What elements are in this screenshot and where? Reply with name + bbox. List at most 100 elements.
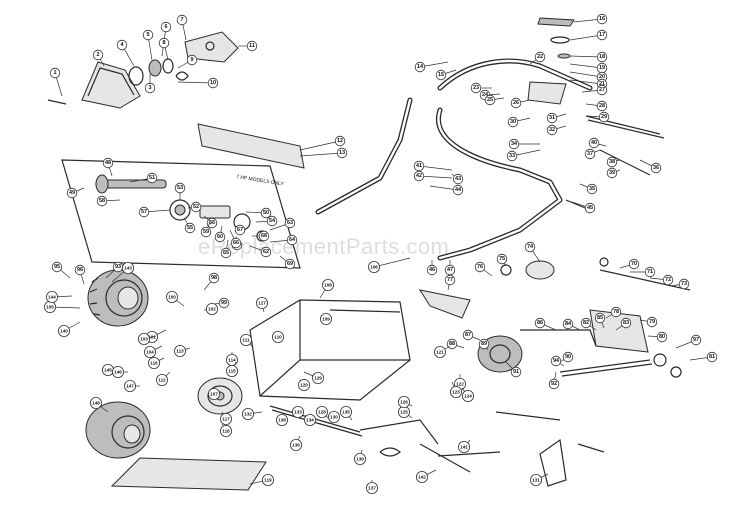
callout-number: 38	[609, 159, 615, 165]
part-callout-144: 144	[46, 290, 73, 303]
callout-number: 109	[322, 317, 330, 322]
part-callout-118: 118	[219, 423, 232, 437]
callout-number: 136	[292, 443, 300, 448]
callout-bubble	[241, 407, 254, 420]
callout-number: 120	[300, 383, 308, 388]
callout-number: 77	[447, 277, 453, 283]
callout-number: 6	[164, 24, 167, 30]
callout-number: 97	[693, 337, 699, 343]
part-callout-26: 26	[510, 97, 531, 109]
part-callout-34: 34	[508, 138, 540, 150]
left-lower-wheel	[85, 401, 151, 459]
callout-number: 62	[263, 249, 269, 255]
part-callout-100: 100	[165, 290, 185, 307]
callout-bubble	[234, 224, 246, 236]
callout-bubble	[258, 230, 270, 242]
part-callout-142: 142	[415, 469, 437, 483]
callout-number: 138	[278, 418, 286, 423]
callout-number: 116	[150, 361, 158, 366]
part-callout-80: 80	[647, 331, 668, 343]
part-callout-115: 115	[225, 361, 238, 377]
part-callout-138: 138	[275, 413, 288, 426]
callout-bubble	[90, 396, 103, 409]
part-callout-12: 12	[299, 135, 346, 151]
callout-number: 90	[565, 354, 571, 360]
callout-number: 10	[210, 80, 216, 86]
callout-bubble	[138, 206, 150, 218]
callout-number: 129	[314, 376, 322, 381]
callout-number: 96	[77, 267, 83, 273]
callout-number: 3	[148, 85, 151, 91]
callout-number: 127	[258, 301, 266, 306]
callout-number: 133	[294, 410, 302, 415]
part-callout-121: 121	[433, 345, 451, 358]
callout-number: 112	[158, 378, 166, 383]
part-callout-128: 128	[315, 405, 329, 419]
callout-bubble	[507, 116, 519, 128]
callout-number: 144	[48, 295, 56, 300]
callout-bubble	[510, 366, 522, 378]
callout-number: 50	[263, 210, 269, 216]
part-callout-47: 47	[444, 260, 456, 276]
callout-layer: 1234567891011121314151617181920212223242…	[44, 13, 718, 494]
part-callout-73: 73	[669, 278, 690, 290]
callout-number: 37	[587, 151, 593, 157]
callout-bubble	[284, 258, 296, 270]
callout-number: 53	[177, 185, 183, 191]
callout-bubble	[303, 413, 316, 426]
callout-bubble	[588, 137, 600, 149]
part-callout-107: 107	[207, 387, 220, 400]
part-callout-140: 140	[58, 321, 81, 337]
callout-bubble	[596, 29, 608, 41]
callout-bubble	[122, 261, 135, 274]
callout-bubble	[580, 317, 592, 329]
part-callout-10: 10	[177, 77, 219, 89]
bottom-tray	[110, 457, 267, 491]
part-callout-40: 40	[588, 137, 607, 149]
callout-leader-line	[569, 71, 603, 78]
callout-number: 119	[264, 478, 272, 483]
part-callout-90: 90	[559, 351, 574, 363]
callout-number: 121	[436, 350, 444, 355]
part-callout-30: 30	[507, 116, 531, 128]
callout-number: 124	[464, 394, 472, 399]
part-callout-104: 104	[143, 345, 163, 358]
callout-number: 114	[228, 358, 236, 363]
callout-number: 108	[324, 283, 332, 288]
callout-number: 123	[452, 390, 460, 395]
callout-number: 143	[124, 266, 132, 271]
callout-number: 84	[565, 321, 572, 327]
callout-number: 32	[549, 127, 555, 133]
callout-bubble	[484, 94, 496, 106]
model-note: 7 HP MODELS ONLY	[236, 174, 285, 188]
callout-number: 66	[233, 240, 239, 246]
part-callout-23: 23	[470, 82, 492, 94]
callout-bubble	[173, 344, 186, 357]
callout-number: 99	[221, 300, 227, 306]
callout-bubble	[596, 84, 608, 96]
callout-number: 137	[368, 486, 376, 491]
left-upper-wheel	[87, 269, 149, 327]
callout-leader-line	[299, 152, 343, 157]
callout-bubble	[311, 371, 324, 384]
callout-number: 58	[99, 198, 105, 204]
callout-leader-line	[177, 81, 214, 84]
callout-bubble	[218, 297, 230, 309]
callout-bubble	[433, 345, 446, 358]
callout-bubble	[524, 241, 536, 253]
part-callout-119: 119	[249, 473, 274, 486]
lower-linkage	[379, 411, 605, 487]
part-callout-97: 97	[675, 334, 702, 349]
callout-number: 104	[146, 350, 154, 355]
callout-bubble	[367, 260, 380, 273]
callout-bubble	[184, 222, 196, 234]
callout-number: 81	[709, 354, 715, 360]
callout-bubble	[690, 334, 702, 346]
part-callout-86: 86	[534, 317, 557, 331]
part-callout-131: 131	[530, 473, 549, 486]
callout-number: 49	[69, 190, 75, 196]
callout-number: 85	[597, 315, 603, 321]
part-callout-39: 39	[606, 167, 621, 179]
callout-bubble	[470, 82, 482, 94]
belt-guard-strip	[197, 123, 305, 169]
